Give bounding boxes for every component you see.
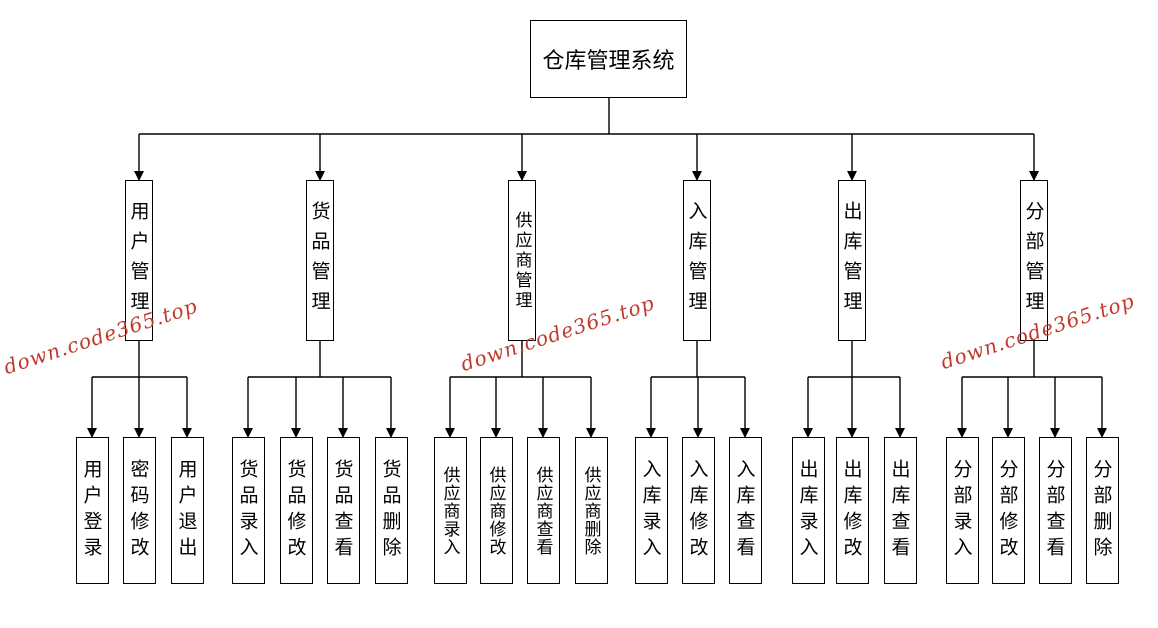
leaf-node: 用户登录 <box>75 437 109 584</box>
leaf-label: 供应商查看 <box>532 465 553 556</box>
leaf-node: 密码修改 <box>122 437 156 584</box>
module-node-1: 用户管理 <box>125 180 153 341</box>
module-label: 出库管理 <box>840 200 863 321</box>
leaf-label: 出库修改 <box>840 458 863 563</box>
module-label: 用户管理 <box>127 200 150 321</box>
module-label: 货品管理 <box>308 200 331 321</box>
module-label: 入库管理 <box>685 200 708 321</box>
leaf-label: 货品查看 <box>331 458 354 563</box>
leaf-node: 货品录入 <box>231 437 265 584</box>
leaf-label: 出库录入 <box>796 458 819 563</box>
leaf-label: 用户登录 <box>80 458 103 563</box>
leaf-label: 分部删除 <box>1090 458 1113 563</box>
leaf-node: 供应商修改 <box>479 437 513 584</box>
leaf-node: 用户退出 <box>170 437 204 584</box>
leaf-node: 供应商删除 <box>574 437 608 584</box>
module-node-4: 入库管理 <box>683 180 711 341</box>
module-node-6: 分部管理 <box>1020 180 1048 341</box>
module-node-2: 货品管理 <box>306 180 334 341</box>
leaf-label: 分部查看 <box>1043 458 1066 563</box>
leaf-label: 供应商删除 <box>580 465 601 556</box>
leaf-node: 入库录入 <box>634 437 668 584</box>
module-label: 分部管理 <box>1022 200 1045 321</box>
leaf-node: 出库修改 <box>835 437 869 584</box>
leaf-node: 分部查看 <box>1038 437 1072 584</box>
root-node: 仓库管理系统 <box>530 20 687 98</box>
leaf-node: 供应商录入 <box>433 437 467 584</box>
leaf-label: 入库查看 <box>733 458 756 563</box>
leaf-node: 供应商查看 <box>526 437 560 584</box>
leaf-node: 货品修改 <box>279 437 313 584</box>
leaf-node: 货品删除 <box>374 437 408 584</box>
leaf-label: 货品修改 <box>284 458 307 563</box>
leaf-label: 入库录入 <box>639 458 662 563</box>
leaf-label: 货品录入 <box>236 458 259 563</box>
leaf-node: 出库录入 <box>791 437 825 584</box>
module-label: 供应商管理 <box>511 210 532 311</box>
leaf-node: 入库修改 <box>681 437 715 584</box>
leaf-label: 入库修改 <box>686 458 709 563</box>
leaf-label: 供应商修改 <box>485 465 506 556</box>
leaf-node: 分部删除 <box>1085 437 1119 584</box>
leaf-node: 货品查看 <box>326 437 360 584</box>
leaf-label: 分部修改 <box>996 458 1019 563</box>
leaf-label: 出库查看 <box>888 458 911 563</box>
leaf-node: 入库查看 <box>728 437 762 584</box>
root-label: 仓库管理系统 <box>542 49 675 74</box>
leaf-node: 出库查看 <box>883 437 917 584</box>
leaf-label: 供应商录入 <box>439 465 460 556</box>
module-node-3: 供应商管理 <box>508 180 536 341</box>
leaf-node: 分部录入 <box>945 437 979 584</box>
leaf-label: 用户退出 <box>175 458 198 563</box>
leaf-label: 分部录入 <box>950 458 973 563</box>
leaf-label: 货品删除 <box>379 458 402 563</box>
module-node-5: 出库管理 <box>838 180 866 341</box>
leaf-node: 分部修改 <box>991 437 1025 584</box>
leaf-label: 密码修改 <box>127 458 150 563</box>
